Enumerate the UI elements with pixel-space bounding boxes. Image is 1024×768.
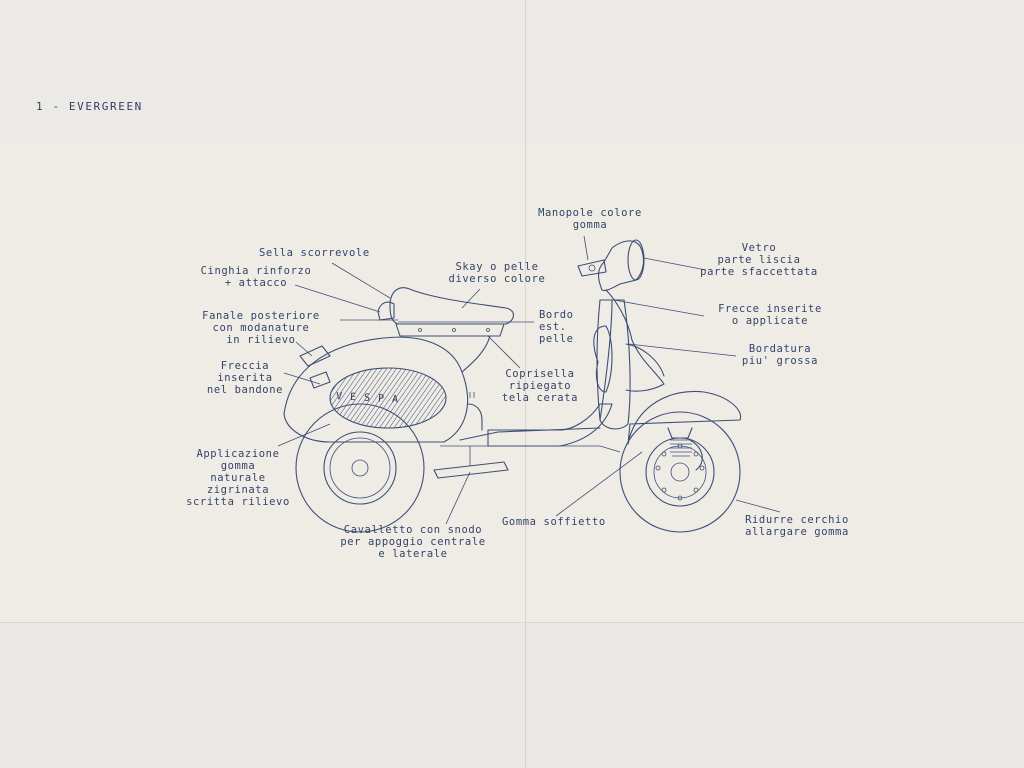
handlebar-assembly — [577, 239, 645, 292]
label-sella-scorrevole: Sella scorrevole — [259, 247, 370, 259]
label-freccia: Freccia inserita nel bandone — [206, 360, 284, 396]
label-applicazione: Applicazione gomma naturale zigrinata sc… — [186, 448, 290, 508]
label-fanale: Fanale posteriore con modanature in rili… — [202, 310, 320, 346]
front-profile — [605, 289, 665, 392]
front-suspension — [667, 427, 703, 471]
sheet-bottom-band — [0, 623, 1024, 768]
label-vetro: Vetro parte liscia parte sfaccettata — [700, 242, 818, 278]
fold-line — [525, 0, 526, 768]
sheet-top-band — [0, 0, 1024, 147]
floorboard — [487, 403, 613, 447]
label-skay: Skay o pelle diverso colore — [448, 261, 546, 285]
label-gomma-soffietto: Gomma soffietto — [502, 516, 606, 528]
sheet-main-band — [0, 146, 1024, 623]
label-ridurre: Ridurre cerchio allargare gomma — [745, 514, 849, 538]
label-bordatura: Bordatura piu' grossa — [741, 343, 819, 367]
front-panel — [593, 325, 613, 393]
front-mudguard — [627, 390, 742, 445]
rear-light — [299, 345, 331, 367]
label-bordo: Bordo est. pelle — [539, 309, 574, 345]
label-manopole: Manopole colore gomma — [538, 207, 642, 231]
label-coprisella: Coprisella ripiegato tela cerata — [501, 368, 579, 404]
sheet-title: 1 - EVERGREEN — [36, 100, 143, 113]
rear-indicator — [309, 371, 331, 389]
label-frecce: Frecce inserite o applicate — [718, 303, 822, 327]
leader-lines — [277, 235, 781, 525]
rear-body — [283, 336, 469, 443]
engine-cover-panel — [329, 367, 447, 429]
label-cavalletto: Cavalletto con snodo per appoggio centra… — [340, 524, 486, 560]
stand — [433, 461, 509, 479]
label-cinghia: Cinghia rinforzo + attacco — [200, 265, 312, 289]
seat — [377, 287, 515, 337]
front-wheel — [619, 411, 741, 533]
